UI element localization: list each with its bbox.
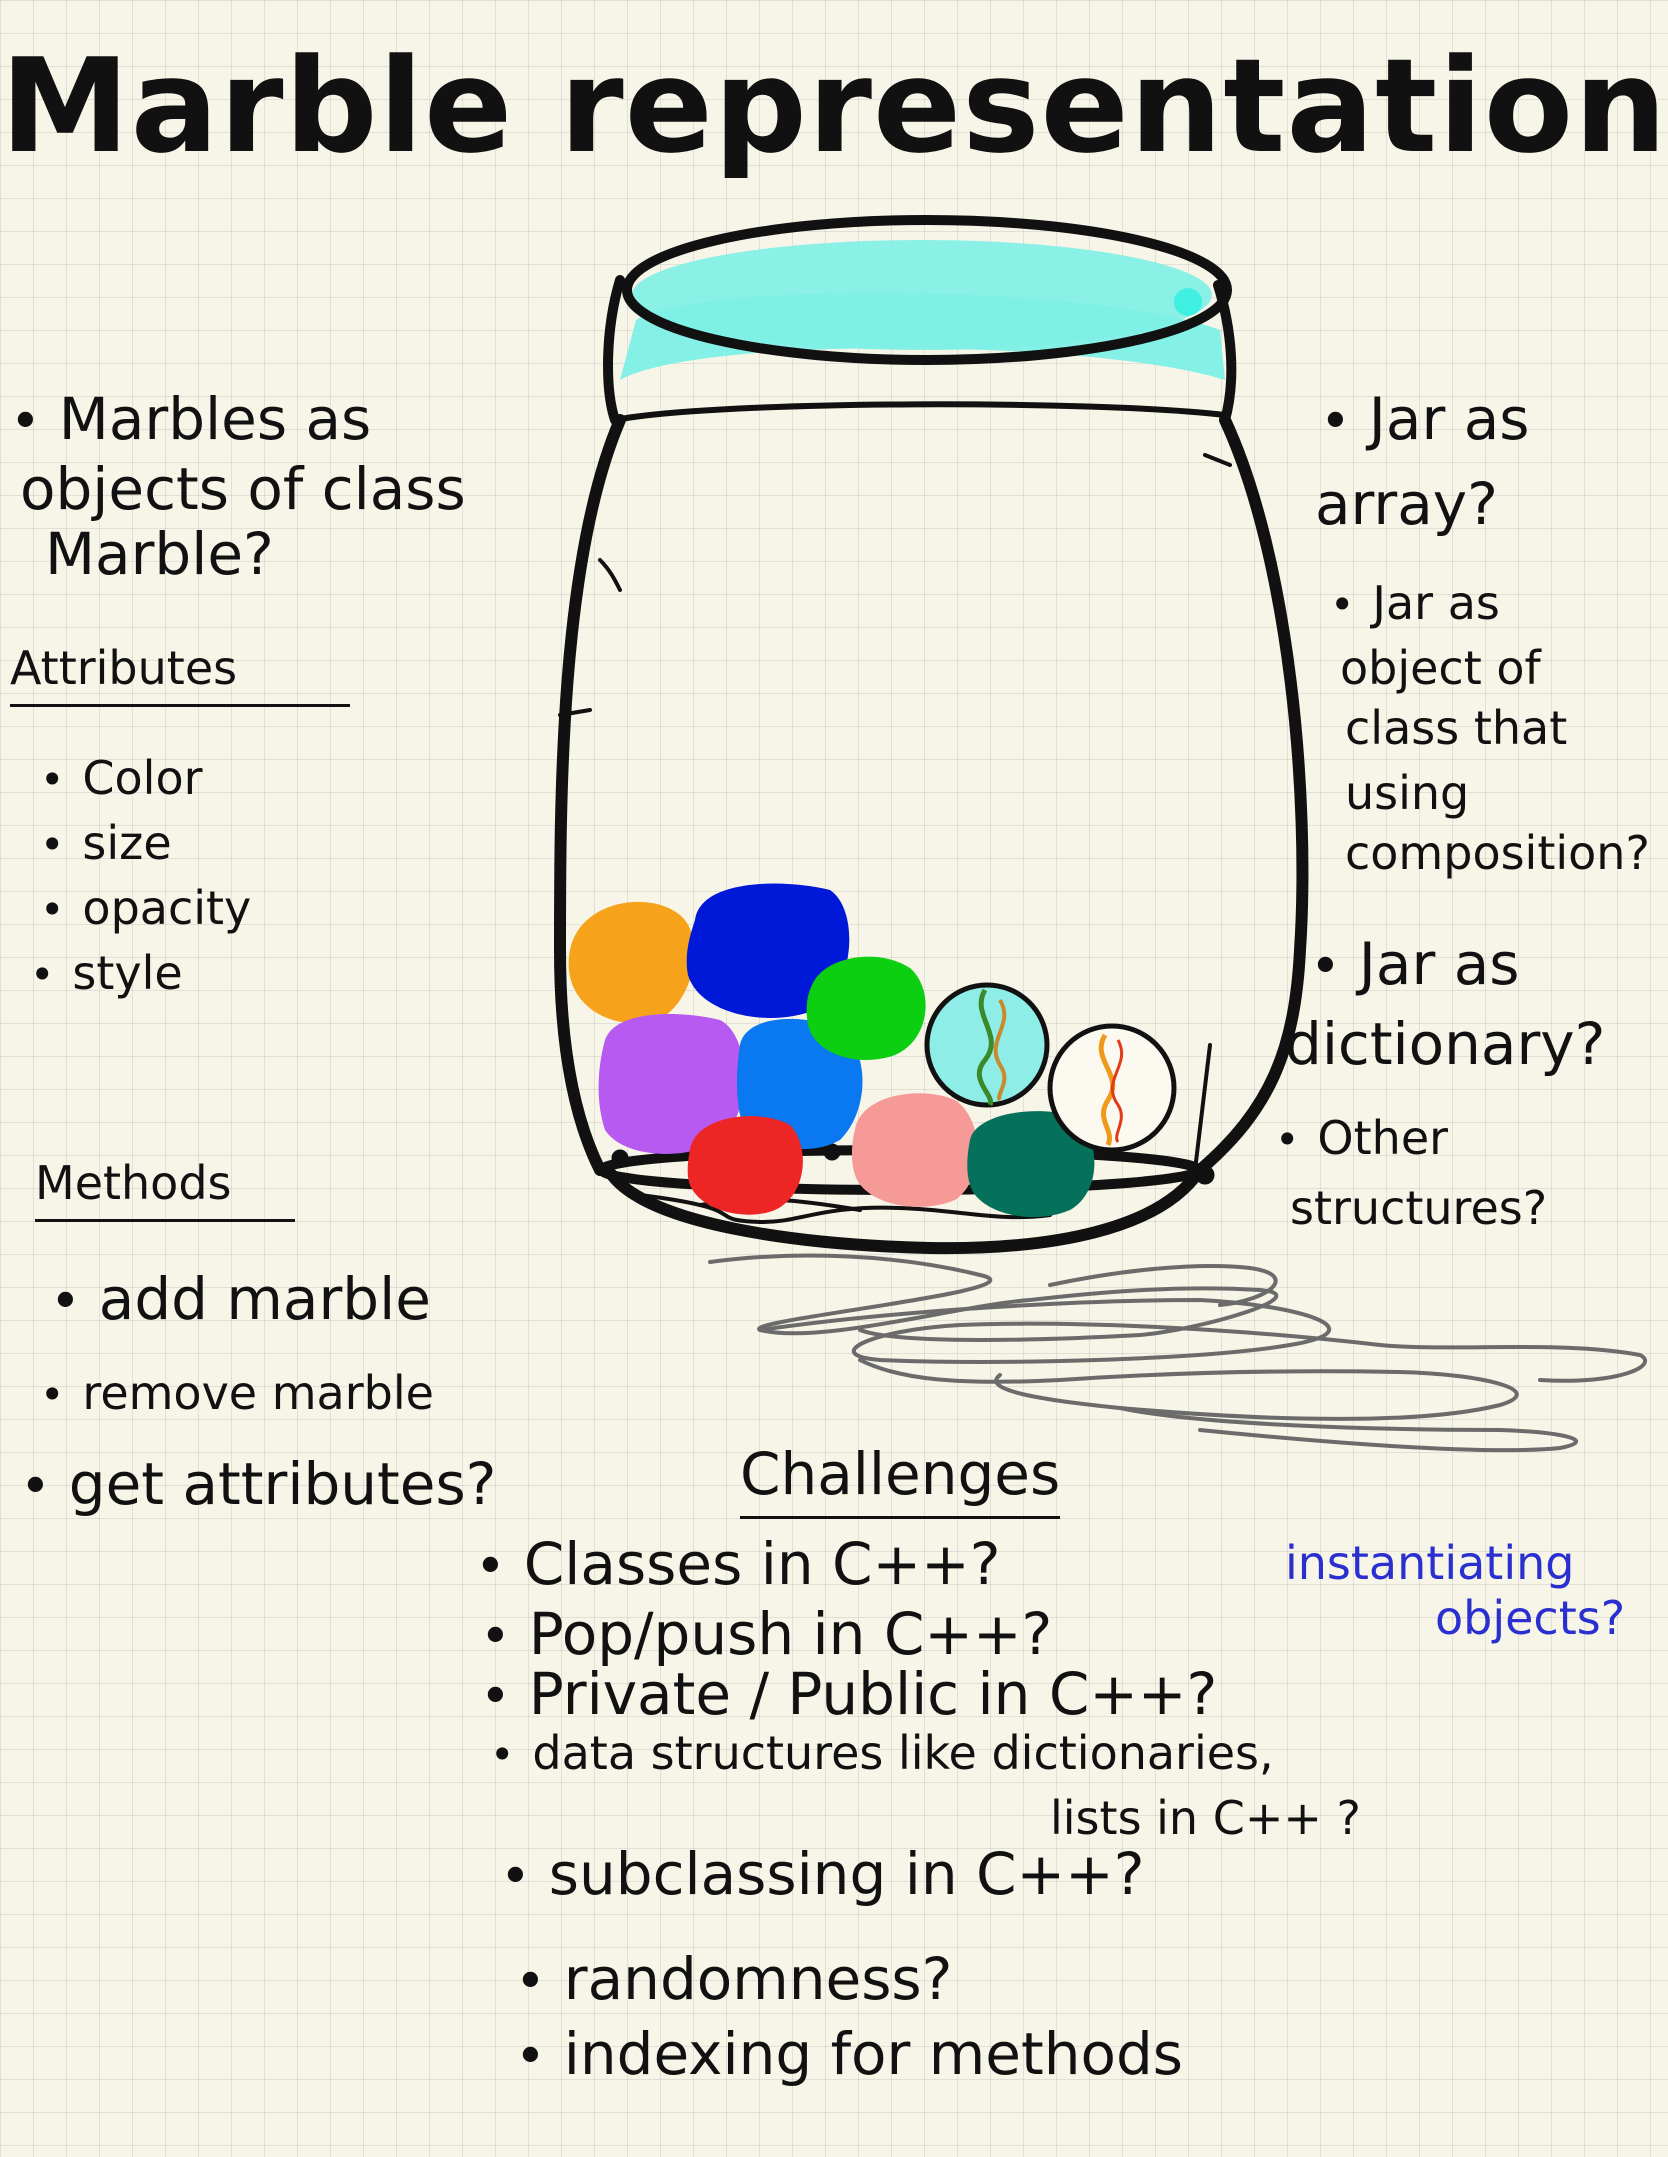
intro-line-3: Marble? xyxy=(45,520,274,588)
method-item: add marble xyxy=(50,1265,431,1335)
right-item-2-line-4: using xyxy=(1345,766,1470,820)
challenge-note-line-1: instantiating xyxy=(1285,1536,1575,1590)
right-item-4-line-1: Other xyxy=(1275,1110,1448,1168)
marble-blue xyxy=(686,883,850,1018)
right-item-1-line-1: Jar as xyxy=(1320,385,1530,455)
methods-heading: Methods xyxy=(35,1155,295,1222)
marble-glass-teal xyxy=(924,982,1050,1108)
page-title: Marble representation xyxy=(0,30,1668,182)
challenge-note-line-2: objects? xyxy=(1435,1591,1626,1645)
challenge-item: randomness? xyxy=(515,1945,953,2015)
marble-pink xyxy=(851,1093,978,1207)
method-item: get attributes? xyxy=(20,1450,497,1520)
marble-darkgreen xyxy=(967,1111,1095,1218)
challenge-item-continued: lists in C++ ? xyxy=(1050,1791,1361,1845)
challenge-item: data structures like dictionaries, xyxy=(490,1725,1273,1783)
challenge-item: Classes in C++? xyxy=(475,1530,1001,1600)
right-item-3-line-1: Jar as xyxy=(1310,930,1520,1000)
right-item-3-line-2: dictionary? xyxy=(1285,1010,1606,1078)
challenge-item: indexing for methods xyxy=(515,2020,1183,2090)
marble-orange xyxy=(568,901,695,1024)
right-item-4-line-2: structures? xyxy=(1290,1181,1548,1235)
right-item-1-line-2: array? xyxy=(1315,470,1498,538)
jar-lid xyxy=(603,215,1237,425)
intro-line-2: objects of class xyxy=(20,455,466,523)
right-item-2-line-2: object of xyxy=(1340,641,1541,695)
right-item-2-line-3: class that xyxy=(1345,701,1568,755)
marble-green xyxy=(806,956,926,1061)
intro-line-1: Marbles as xyxy=(10,385,371,455)
attribute-item: Color xyxy=(40,750,202,808)
method-item: remove marble xyxy=(40,1365,434,1423)
marble-red xyxy=(687,1116,803,1215)
challenges-heading: Challenges xyxy=(740,1440,1061,1519)
attributes-heading: Attributes xyxy=(10,640,350,707)
marble-purple xyxy=(598,1014,745,1154)
challenge-item: subclassing in C++? xyxy=(500,1840,1145,1910)
attribute-item: style xyxy=(30,945,182,1003)
challenge-item: Pop/push in C++? xyxy=(480,1600,1053,1670)
attribute-item: opacity xyxy=(40,880,251,938)
jar-body xyxy=(553,414,1309,1255)
marble-glass-clear xyxy=(1047,1023,1177,1153)
attribute-item: size xyxy=(40,815,171,873)
challenge-item: Private / Public in C++? xyxy=(480,1660,1218,1730)
jar-shadow-scribble xyxy=(708,1253,1648,1453)
right-item-2-line-1: Jar as xyxy=(1330,575,1500,633)
right-item-2-line-5: composition? xyxy=(1345,826,1650,880)
marbles xyxy=(568,883,1177,1218)
